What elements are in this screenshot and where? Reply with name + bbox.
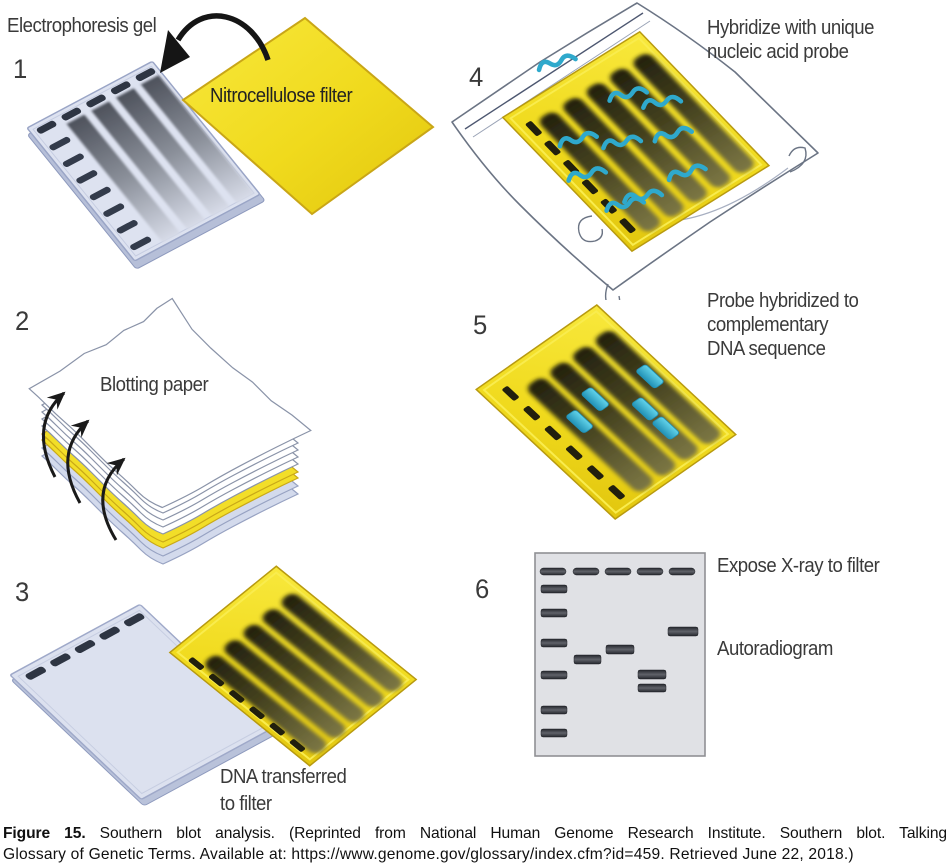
filter-with-transferred-dna [168, 565, 418, 767]
filter-ladder-dashes [502, 386, 625, 500]
step-number-5: 5 [473, 310, 488, 340]
label-nitrocellulose-filter: Nitrocellulose filter [210, 85, 353, 107]
label-expose-xray: Expose X-ray to filter [717, 555, 880, 577]
caption-line-2: Glossary of Genetic Terms. Available at:… [3, 846, 854, 863]
caption-text-1: Southern blot analysis. (Reprinted from … [99, 825, 947, 842]
filter-lanes [540, 54, 754, 232]
label-dna-transferred: DNA transferred to filter [220, 766, 347, 815]
filter-lanes [205, 593, 403, 754]
step-number-2: 2 [15, 306, 30, 336]
label-probe-hybridized: Probe hybridized to complementary DNA se… [707, 290, 859, 360]
nucleic-acid-probes [537, 54, 706, 211]
step-number-6: 6 [475, 574, 490, 604]
gel-ladder-lane [49, 136, 152, 251]
filter-in-bag [501, 30, 771, 253]
autoradiogram-film [534, 552, 706, 757]
gel-wells [36, 68, 156, 134]
gel-wells [25, 613, 145, 680]
label-blotting-paper: Blotting paper [100, 374, 209, 396]
filter-ladder-dashes [188, 657, 306, 752]
transfer-arrow-icon [160, 13, 271, 73]
label-autoradiogram: Autoradiogram [717, 638, 833, 660]
step-number-1: 1 [13, 54, 28, 84]
caption-line-1: Figure 15. Southern blot analysis. (Repr… [3, 823, 947, 844]
filter-ladder-dashes [525, 121, 636, 233]
blotting-stack [28, 297, 312, 565]
hybridized-probe-bands [566, 364, 679, 440]
filter-lanes [528, 331, 721, 492]
step-number-3: 3 [15, 577, 30, 607]
film-ladder-lane [540, 584, 568, 738]
label-electrophoresis-gel: Electrophoresis gel [7, 15, 157, 37]
nitrocellulose-filter-sheet [181, 16, 435, 216]
caption-figure-label: Figure 15. [3, 825, 86, 842]
label-hybridize: Hybridize with unique nucleic acid probe [707, 17, 875, 63]
capillary-flow-arrows [41, 391, 126, 541]
filter-with-probe-bands [475, 304, 737, 520]
panel-step6-art [534, 552, 706, 757]
step-number-4: 4 [469, 62, 484, 92]
panel-step2-art [28, 297, 312, 565]
figure-caption: Figure 15. Southern blot analysis. (Repr… [3, 823, 947, 865]
film-wells [539, 567, 696, 576]
film-sample-bands [573, 626, 699, 693]
panel-step1-art [27, 13, 435, 269]
